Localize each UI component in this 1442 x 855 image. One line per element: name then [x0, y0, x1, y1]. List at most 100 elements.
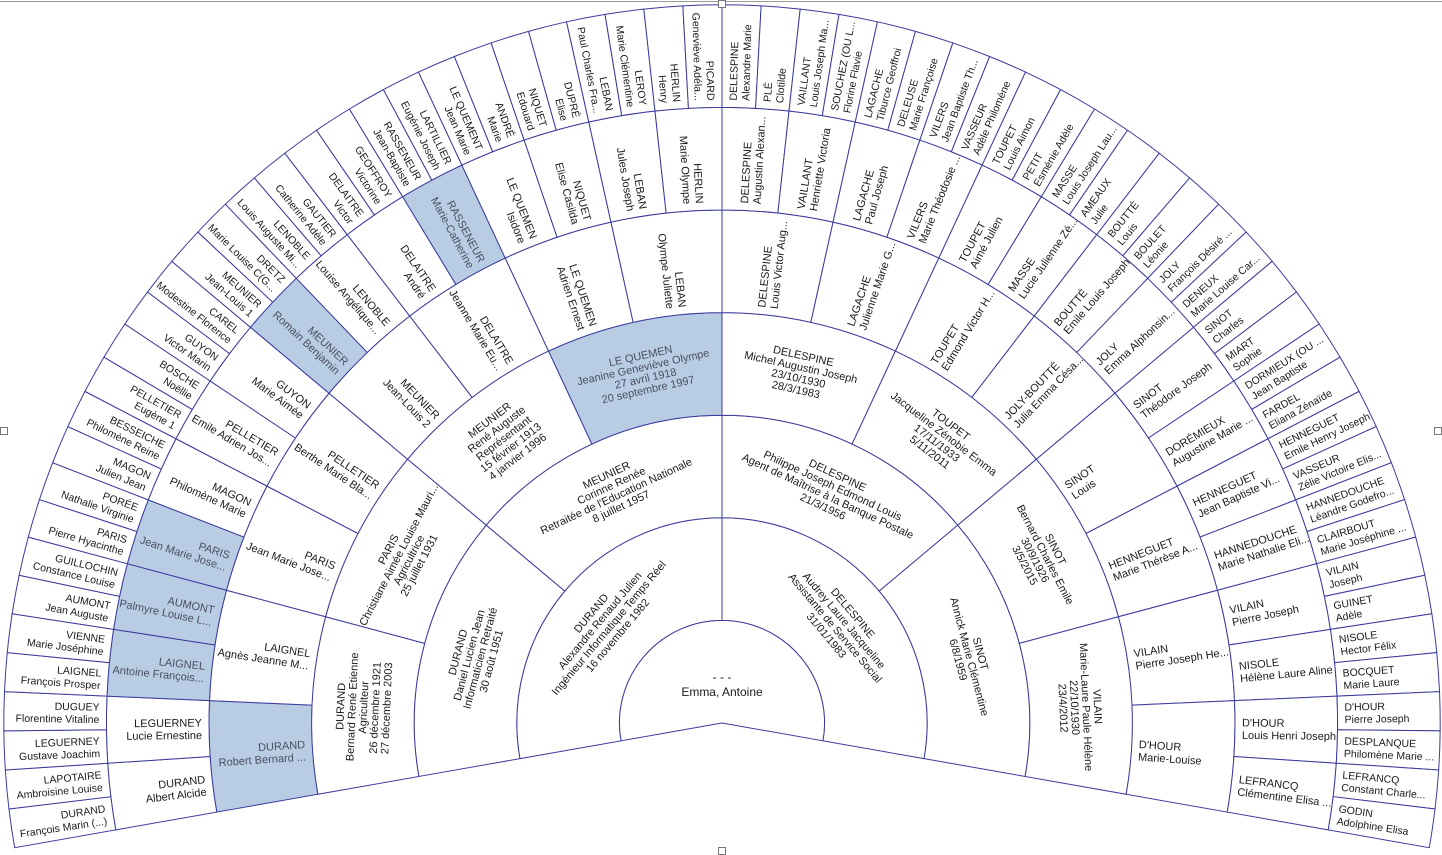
- person-detail: 27 décembre 2003: [379, 662, 395, 754]
- person-surname: VILAIN: [1090, 689, 1104, 724]
- person-given-name: Lucie Ernestine: [126, 730, 202, 743]
- person-given-name: Adèle: [1335, 608, 1364, 625]
- person-detail: 23/4/2012: [1055, 683, 1069, 732]
- person-detail: Agriculteur: [357, 681, 371, 734]
- person-surname: DESPLANQUE: [1344, 736, 1416, 751]
- person-given-name: Alexandre Marie: [740, 24, 754, 101]
- person-surname: PICARD: [703, 61, 716, 101]
- person-surname: LEGUERNEY: [134, 717, 203, 730]
- resize-handle-left[interactable]: [0, 427, 8, 435]
- person-given-name: Philomène Marie ...: [1344, 748, 1435, 763]
- person-given-name: Augustin Alexan...: [752, 116, 769, 205]
- person-surname: GODIN: [1338, 803, 1374, 820]
- person-surname: DURAND: [334, 683, 348, 731]
- person-surname: DELESPINE: [728, 41, 742, 100]
- person-given-name: Robert Bernard ...: [218, 752, 306, 770]
- root-surname: - - -: [713, 670, 732, 684]
- person-given-name: François Prosper: [20, 674, 101, 692]
- resize-handle-bottom[interactable]: [718, 847, 726, 855]
- person-detail: Marie-Laure Paule Hélène: [1077, 643, 1095, 772]
- person-given-name: Louis Henri Joseph: [1242, 730, 1336, 743]
- person-surname: DUGUEY: [55, 701, 100, 714]
- resize-handle-top[interactable]: [718, 0, 726, 8]
- person-surname: DELESPINE: [739, 142, 754, 204]
- resize-handle-right[interactable]: [1434, 427, 1442, 435]
- person-surname: LEGUERNEY: [35, 736, 100, 750]
- person-given-name: Marie Laure: [1343, 676, 1400, 692]
